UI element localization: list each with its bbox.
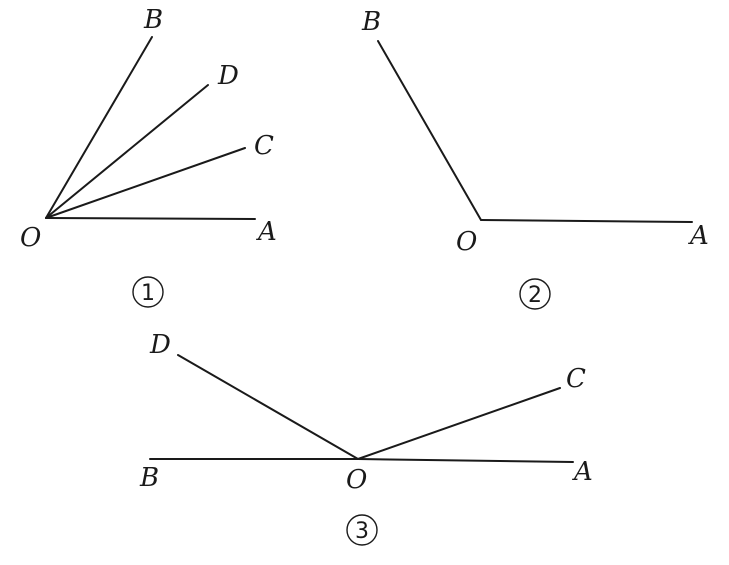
label-a-fig1: A (256, 217, 277, 247)
label-o-fig3: O (346, 465, 367, 495)
caption-fig3: 3 (346, 514, 378, 546)
label-c-fig1: C (254, 131, 274, 161)
ray-od-fig3 (177, 354, 359, 460)
figure-2: B O A 2 (361, 7, 709, 310)
caption-circle-fig3 (346, 514, 378, 546)
label-c-fig3: C (566, 364, 586, 394)
label-a-fig2: A (688, 221, 709, 251)
ray-oc-fig3 (357, 387, 561, 460)
label-o-fig1: O (20, 223, 41, 253)
figure-3: D C B O A 3 (139, 330, 593, 546)
caption-circle-fig2 (519, 278, 551, 310)
ray-oa-fig3 (357, 458, 574, 463)
label-b-fig2: B (361, 7, 381, 37)
ray-oc-fig1 (45, 147, 246, 219)
label-d-fig3: D (149, 330, 171, 360)
caption-fig2: 2 (519, 278, 551, 310)
figure-1: B D C O A 1 (20, 5, 277, 308)
caption-circle-fig1 (132, 276, 164, 308)
ray-oa-fig1 (45, 217, 256, 220)
ray-od-fig1 (45, 84, 209, 219)
ray-ob-fig1 (45, 36, 153, 219)
caption-fig1: 1 (132, 276, 164, 308)
label-b-fig1: B (143, 5, 163, 35)
label-d-fig1: D (217, 61, 239, 91)
label-a-fig3: A (572, 457, 593, 487)
ray-ob-fig2 (377, 40, 482, 221)
label-o-fig2: O (456, 227, 477, 257)
caption-number-fig2: 2 (528, 283, 542, 308)
caption-number-fig3: 3 (355, 519, 369, 544)
caption-number-fig1: 1 (141, 281, 155, 306)
ray-oa-fig2 (480, 219, 693, 223)
label-b-fig3: B (139, 463, 159, 493)
